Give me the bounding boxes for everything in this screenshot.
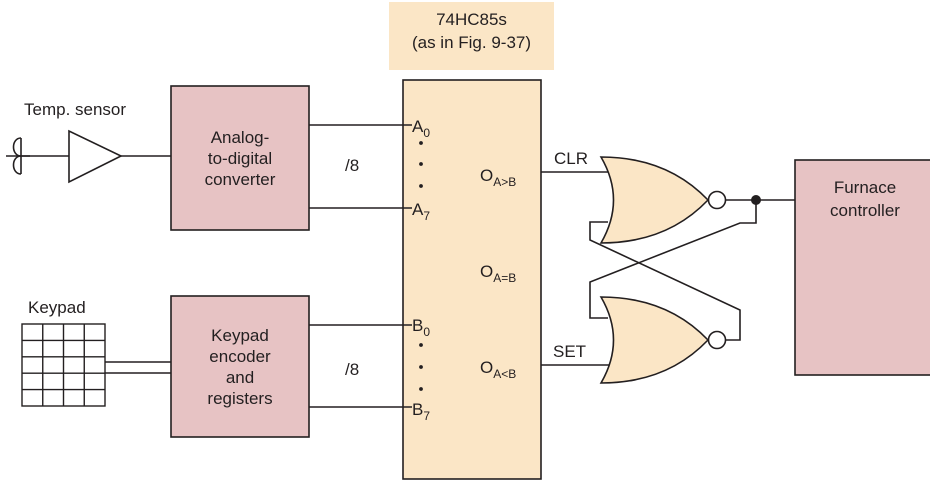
- encoder-line3: and: [225, 367, 255, 387]
- adc-box: [170, 85, 310, 231]
- adc-line1: Analog-: [210, 127, 270, 147]
- encoder-box: [170, 295, 310, 438]
- nor-lower-bubble-icon: [707, 330, 727, 350]
- nor-gate-upper: [599, 156, 710, 244]
- adc-line3: converter: [204, 169, 276, 189]
- chip-title-line2: (as in Fig. 9-37): [411, 33, 532, 52]
- a-bus-dots: [419, 141, 423, 188]
- encoder-line1: Keypad: [211, 325, 269, 345]
- pin-o-lt: OA<B: [480, 358, 517, 381]
- keypad-label: Keypad: [28, 298, 86, 317]
- clr-label: CLR: [554, 149, 589, 168]
- pin-a0: A0: [412, 117, 431, 140]
- pin-a7: A7: [412, 200, 431, 223]
- temp-sensor-icon: [6, 137, 69, 175]
- pin-o-gt: OA>B: [480, 166, 517, 189]
- set-label: SET: [553, 342, 587, 361]
- temp-sensor-label: Temp. sensor: [24, 100, 127, 119]
- chip-title-line1: 74HC85s: [436, 10, 507, 29]
- encoder-line2: encoder: [209, 346, 271, 366]
- nor-upper-bubble-icon: [707, 190, 727, 210]
- comparator-chip: [402, 79, 542, 480]
- furnace-line1: Furnace: [833, 178, 897, 197]
- keypad-icon: [21, 323, 106, 407]
- amplifier-icon: [68, 129, 123, 184]
- bus-width-top: /8: [345, 156, 360, 175]
- chip-title-background: [389, 2, 554, 70]
- feedback-wires: [589, 200, 757, 341]
- bus-width-bottom: /8: [345, 360, 360, 379]
- nor-gate-lower: [599, 296, 710, 384]
- pin-b7: B7: [412, 400, 431, 423]
- encoder-label: Keypad encoder and registers: [171, 296, 309, 437]
- b-bus-dots: [419, 343, 423, 391]
- encoder-line4: registers: [207, 388, 273, 408]
- adc-label: Analog- to-digital converter: [171, 86, 309, 230]
- pin-b0: B0: [412, 316, 431, 339]
- furnace-line2: controller: [830, 201, 900, 220]
- adc-line2: to-digital: [207, 148, 273, 168]
- furnace-controller-box: [794, 159, 930, 376]
- pin-o-eq: OA=B: [480, 262, 517, 285]
